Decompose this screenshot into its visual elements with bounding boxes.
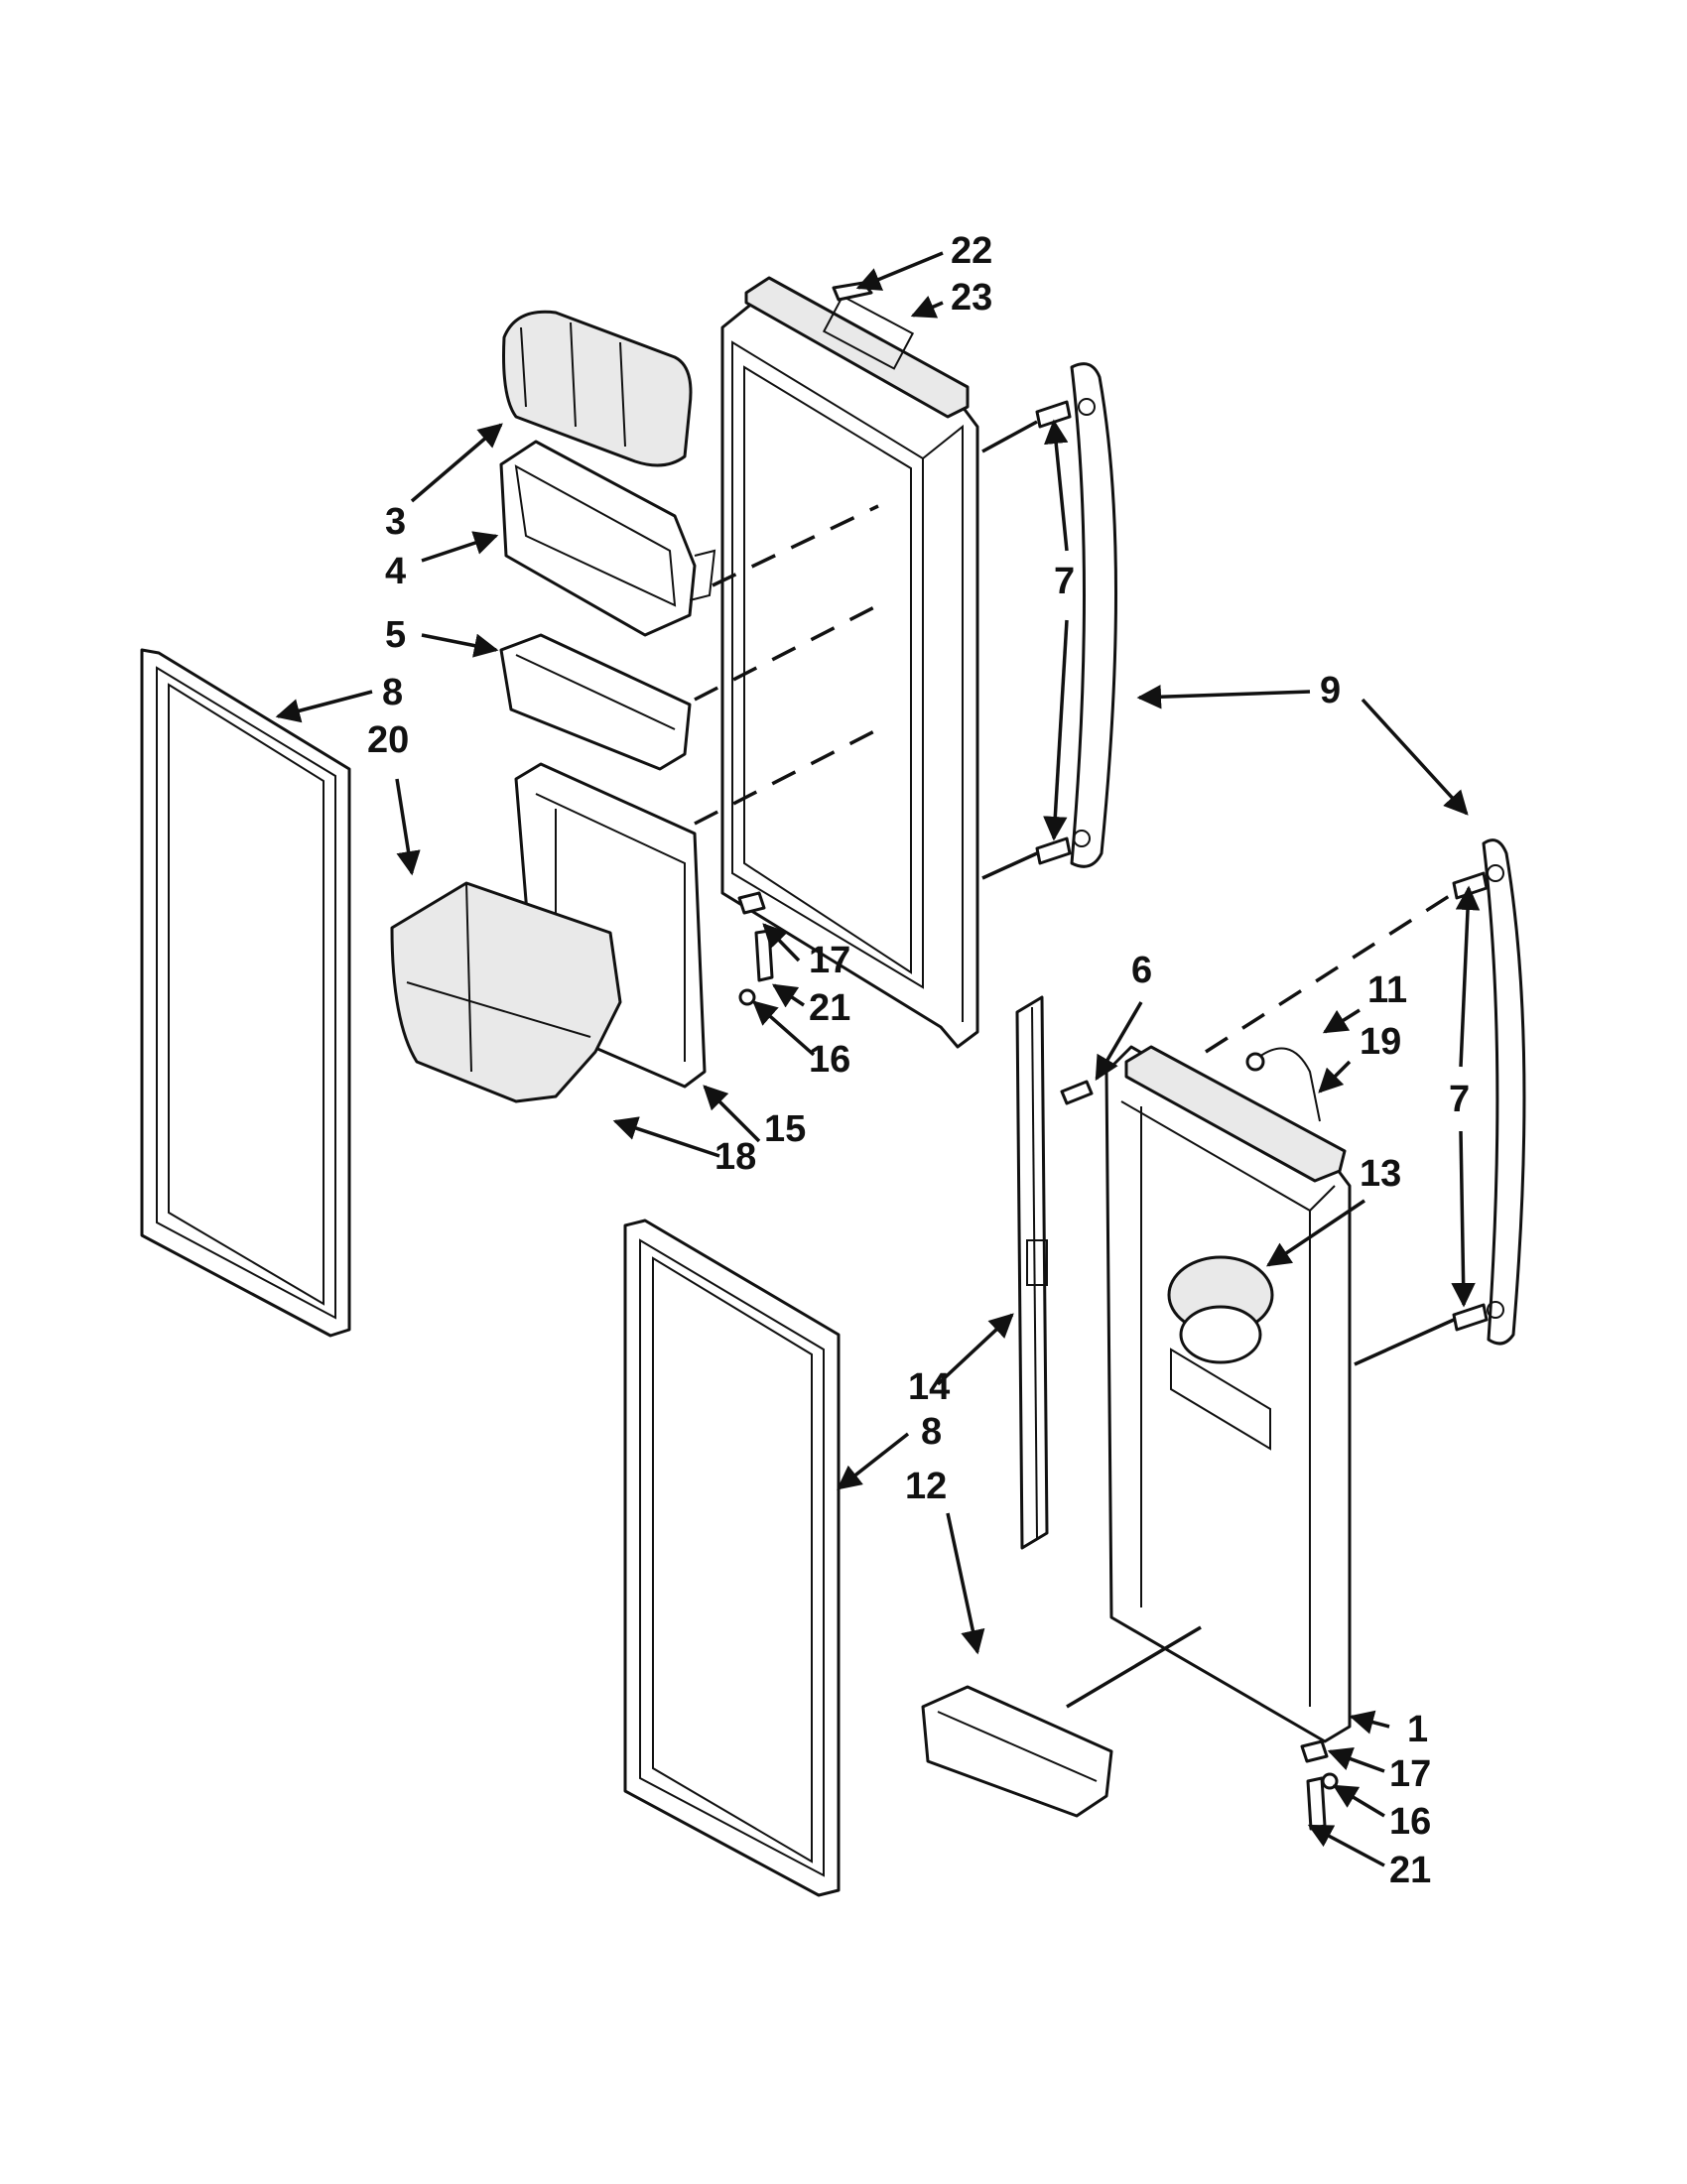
water-line-11 [1245,1047,1321,1122]
ice-bin-door [390,881,622,1103]
callout-6: 6 [1131,950,1152,991]
callout-21-right: 21 [1389,1850,1431,1891]
leader-lines [275,251,1481,1867]
callout-15: 15 [764,1108,806,1150]
right-door-liner [1104,1045,1352,1743]
callout-11: 11 [1367,969,1407,1011]
door-top-cap-left [744,276,970,419]
callout-8-left: 8 [382,672,403,713]
callout-20: 20 [367,719,409,761]
door-handle-upper [1070,362,1117,868]
door-channel [1015,995,1049,1550]
callout-7-lower: 7 [1449,1079,1470,1120]
callout-19: 19 [1360,1021,1401,1063]
door-bin-large [921,1685,1113,1818]
door-top-cap-right [1124,1045,1347,1183]
left-door-liner [720,284,979,1049]
callout-18: 18 [714,1136,756,1178]
callout-17-right: 17 [1389,1753,1431,1795]
callout-9: 9 [1320,670,1341,711]
callout-17-left: 17 [809,940,850,981]
dairy-bin [499,440,716,637]
callout-21-left: 21 [809,987,850,1029]
callout-16-right: 16 [1389,1801,1431,1843]
callout-13: 13 [1360,1153,1401,1195]
callout-7-upper: 7 [1054,561,1075,602]
screw-6 [1060,1080,1094,1105]
callout-22: 22 [951,230,992,272]
door-handle-lower [1482,838,1526,1346]
dispenser-chute [1167,1255,1274,1451]
door-gasket-left [140,648,351,1338]
callout-23: 23 [951,277,992,319]
hinge-hardware-right [1300,1739,1339,1831]
callout-12: 12 [905,1466,947,1507]
callout-14: 14 [908,1366,950,1408]
callout-4: 4 [385,551,406,592]
callout-5: 5 [385,614,406,656]
door-gasket-right [623,1219,841,1897]
dairy-bin-lid [502,310,693,467]
callout-8-right: 8 [921,1411,942,1453]
callout-3: 3 [385,501,406,543]
callout-labels: 22 23 3 4 5 8 20 7 9 6 11 19 7 13 17 21 … [367,230,1470,1891]
callout-1: 1 [1407,1709,1428,1750]
callout-16-left: 16 [809,1039,850,1081]
door-bin-small [499,633,692,771]
